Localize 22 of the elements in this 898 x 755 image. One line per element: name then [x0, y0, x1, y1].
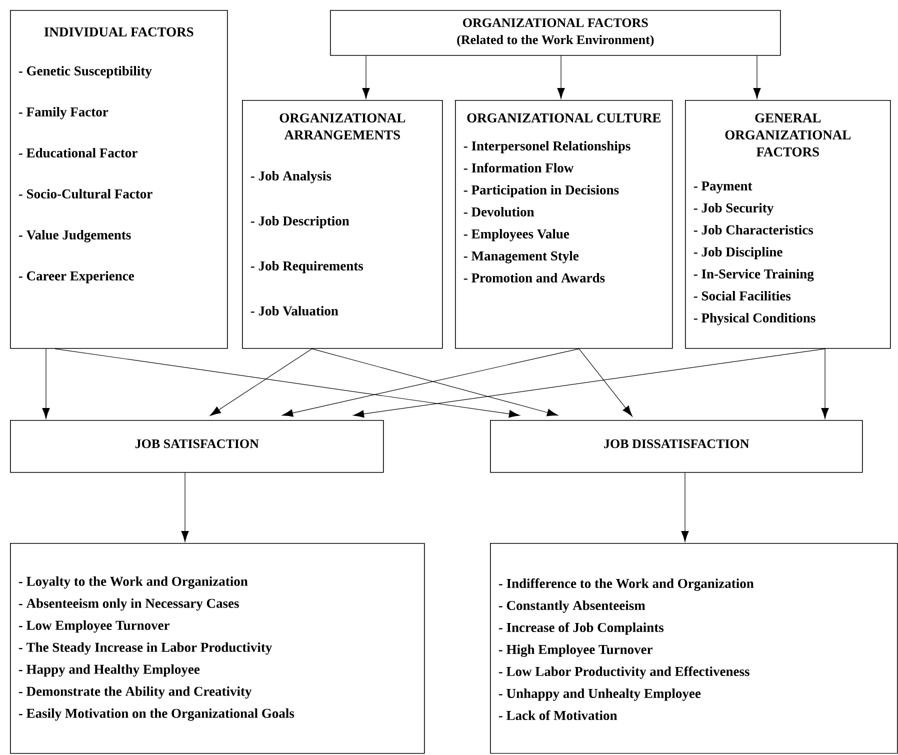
arrow: [557, 56, 565, 99]
arrow: [210, 348, 312, 416]
factor-box: ORGANIZATIONAL FACTORS (Related to the Work Environment): [330, 10, 781, 56]
result-box: - Loyalty to the Work and Organization - Absenteeism only in Necessary Cases - Low Employee Turnover - The Steady Increase in Labor Productivity - Happy and Healthy Employee - Demonstrate the Ability and Creativity - Easily Motivation on the Organizational Goals: [10, 543, 425, 754]
arrow: [753, 56, 761, 99]
arrow: [353, 348, 826, 418]
factor-box: GENERAL ORGANIZATIONAL FACTORS - Payment - Job Security - Job Characteristics - Job Discipline - In-Service Training - Social Facilities - Physical Conditions: [685, 100, 891, 349]
arrow: [312, 348, 558, 416]
arrow: [54, 348, 520, 418]
factor-box: INDIVIDUAL FACTORS - Genetic Susceptibility - Family Factor - Educational Factor - Socio-Cultural Factor - Value Judgements - Career Experience: [10, 10, 228, 349]
arrow: [181, 472, 189, 542]
factor-box: ORGANIZATIONAL CULTURE - Interpersonel Relationships - Information Flow - Participation in Decisions - Devolution - Employees Value - Management Style - Promotion and Awards: [455, 100, 673, 349]
result-box: - Indifference to the Work and Organization - Constantly Absenteeism - Increase of Job Complaints - High Employee Turnover - Low Labor Productivity and Effectiveness - Unhappy and Unhealty Employee - Lack of Motivation: [490, 543, 898, 754]
outcome-box: JOB DISSATISFACTION: [490, 420, 863, 473]
arrow: [362, 56, 370, 99]
outcome-box: JOB SATISFACTION: [10, 420, 384, 473]
arrow: [42, 348, 50, 419]
arrow: [821, 348, 829, 419]
arrow: [282, 348, 580, 417]
arrow: [681, 472, 689, 542]
factor-box: ORGANIZATIONAL ARRANGEMENTS - Job Analysis - Job Description - Job Requirements - Job Valuation: [242, 100, 443, 349]
arrow: [578, 348, 632, 416]
